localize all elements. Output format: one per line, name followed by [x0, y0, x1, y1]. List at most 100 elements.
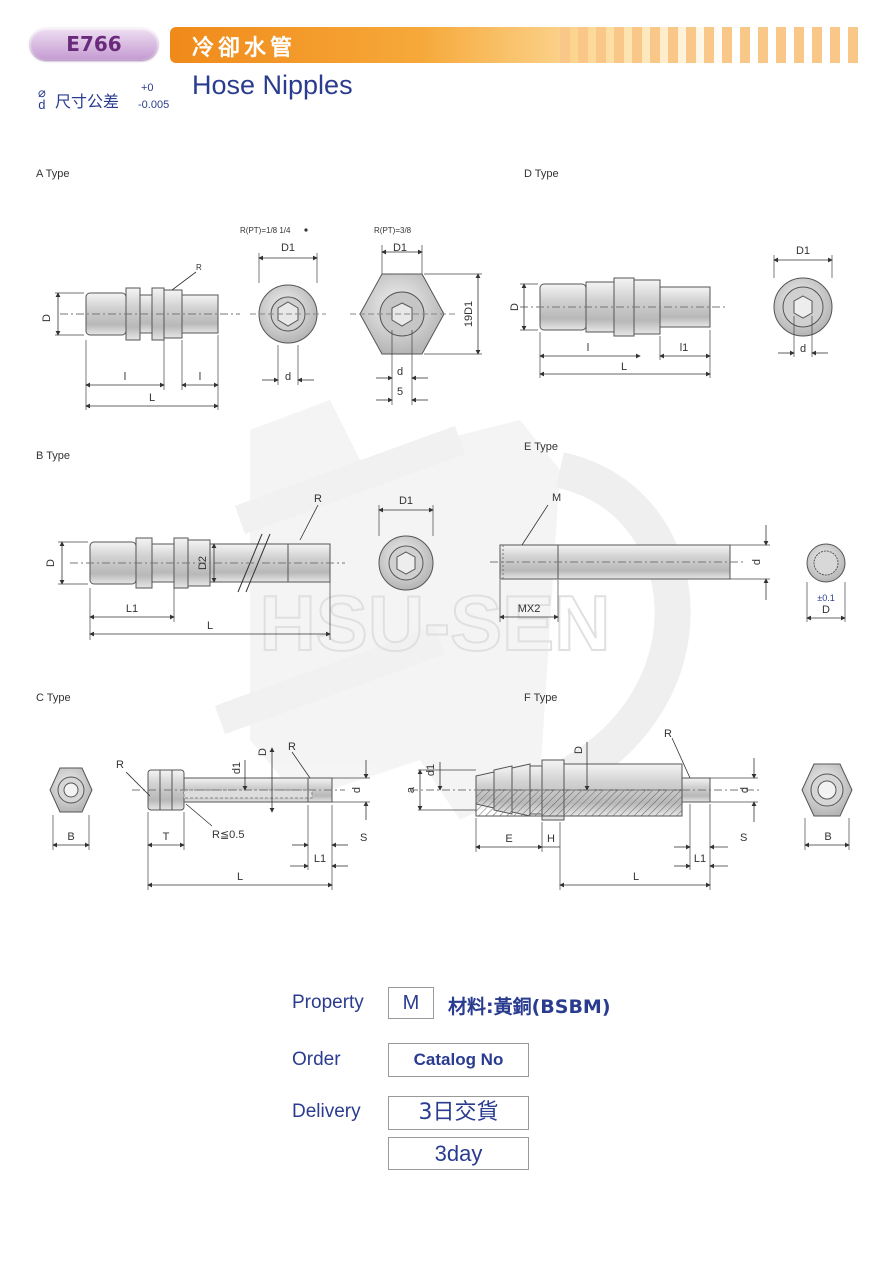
f-type-end-view: [801, 763, 853, 850]
tolerance-upper: +0: [141, 82, 154, 94]
title-stripe: [722, 27, 732, 63]
title-stripe: [686, 27, 696, 63]
dim-label: S: [740, 832, 747, 844]
a-type-hex-view: [350, 245, 482, 405]
dim-label: d: [397, 366, 403, 378]
d-type-end-view: [773, 255, 833, 357]
watermark-logo: HSU-SEN: [214, 400, 691, 820]
dim-label: 19D1: [463, 301, 475, 327]
property-label: Property: [292, 992, 364, 1013]
dim-label: D: [257, 748, 269, 756]
title-chinese: 冷卻水管: [192, 36, 297, 61]
title-stripe: [560, 27, 570, 63]
order-value-box: Catalog No: [388, 1043, 529, 1077]
product-code-badge: E766: [30, 28, 158, 60]
dim-label: R: [116, 759, 124, 771]
dim-label: L: [237, 871, 243, 883]
dim-label: l: [587, 342, 589, 354]
dim-label: L: [149, 392, 155, 404]
dim-label: 5: [397, 386, 403, 398]
title-english: Hose Nipples: [192, 70, 353, 100]
dim-label: R≦0.5: [212, 829, 244, 841]
dim-label: R: [314, 493, 322, 505]
dim-label: d: [751, 559, 763, 565]
dim-label: L1: [694, 853, 706, 865]
dim-label: D: [45, 559, 57, 567]
bullet-icon: [304, 228, 308, 232]
dim-label: l: [124, 371, 126, 383]
a-type-end-view: [250, 253, 326, 385]
dim-label: D: [822, 604, 830, 616]
c-type-label: C Type: [36, 692, 71, 704]
c-type-end-view: [49, 767, 93, 850]
dim-label: L: [621, 361, 627, 373]
b-type-side-view: [58, 504, 345, 640]
dim-label: d: [800, 343, 806, 355]
dim-label: MX2: [518, 603, 541, 615]
diameter-icon: ⌀: [38, 85, 46, 100]
dim-label: d: [739, 787, 751, 793]
delivery-value-zh-box: 3日交貨: [388, 1096, 529, 1130]
tolerance-label: 尺寸公差: [55, 92, 120, 111]
delivery-value-en-box: 3day: [388, 1137, 529, 1170]
tolerance-lower: -0.005: [138, 99, 170, 111]
dim-tolerance: ±0.1: [817, 593, 834, 603]
d-type-label: D Type: [524, 168, 559, 180]
dim-label: l: [199, 371, 201, 383]
dim-label: l1: [680, 342, 689, 354]
watermark-text: HSU-SEN: [259, 579, 610, 667]
dim-label: D1: [393, 242, 407, 254]
dim-label: D1: [281, 242, 295, 254]
dim-label: S: [360, 832, 367, 844]
b-type-label: B Type: [36, 450, 70, 462]
dim-label: D1: [399, 495, 413, 507]
dim-label: L1: [314, 853, 326, 865]
delivery-label: Delivery: [292, 1101, 361, 1122]
title-stripe: [812, 27, 822, 63]
dim-label: B: [67, 831, 74, 843]
title-stripe: [596, 27, 606, 63]
dim-label: E: [505, 833, 512, 845]
a-type-label: A Type: [36, 168, 69, 180]
title-stripe: [758, 27, 768, 63]
dim-label: D: [509, 303, 521, 311]
dim-label: M: [552, 492, 561, 504]
dim-label: d1: [425, 764, 437, 776]
dim-label: D2: [197, 556, 209, 570]
title-stripe: [632, 27, 642, 63]
b-type-end-view: [378, 505, 434, 591]
dim-label: D: [573, 746, 585, 754]
dim-label: L: [633, 871, 639, 883]
dim-label: D: [41, 314, 53, 322]
e-type-label: E Type: [524, 441, 558, 453]
dim-label: R: [664, 728, 672, 740]
tolerance-symbol: ⌀ d: [38, 85, 46, 112]
e-type-end-view: [806, 543, 846, 622]
dim-label: R: [196, 263, 202, 272]
e-type-side-view: [490, 504, 770, 622]
title-stripe: [650, 27, 660, 63]
title-stripe: [668, 27, 678, 63]
a-type-side-view: [55, 271, 240, 410]
title-stripe: [740, 27, 750, 63]
dim-label: R(PT)=1/8 1/4: [240, 226, 291, 235]
c-type-side-view: [125, 747, 370, 890]
d-type-side-view: [520, 277, 725, 378]
title-stripe: [704, 27, 714, 63]
dim-label: R(PT)=3/8: [374, 226, 412, 235]
dim-label: L: [207, 620, 213, 632]
dim-label: d: [351, 787, 363, 793]
tolerance-d: d: [38, 97, 46, 112]
title-stripe: [578, 27, 588, 63]
material-text: 材料:黃銅(BSBM): [448, 996, 611, 1018]
dim-label: R: [288, 741, 296, 753]
dim-label: d1: [231, 762, 243, 774]
title-stripe: [848, 27, 858, 63]
title-stripe: [830, 27, 840, 63]
order-label: Order: [292, 1049, 341, 1070]
dim-label: T: [163, 831, 170, 843]
dim-label: d: [285, 371, 291, 383]
title-stripe: [794, 27, 804, 63]
f-type-side-view: [410, 737, 760, 890]
dim-label: B: [824, 831, 831, 843]
